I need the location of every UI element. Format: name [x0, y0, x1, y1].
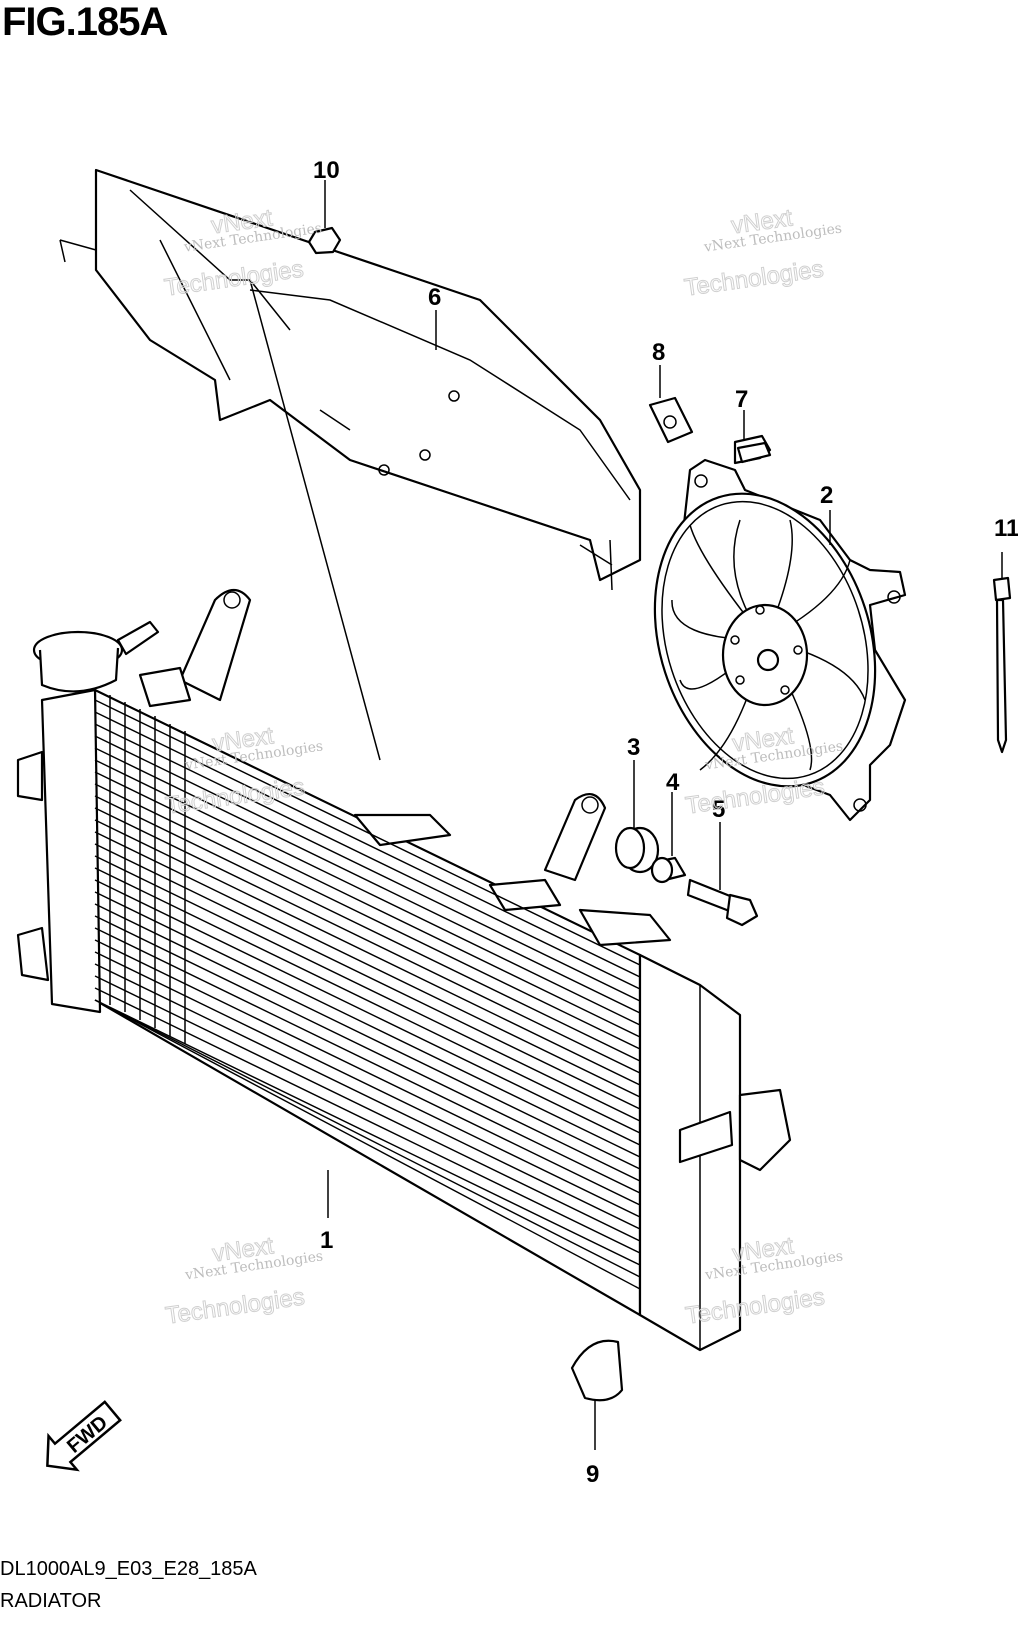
callout-3: 3 — [627, 734, 640, 761]
part-6-fan-shroud[interactable] — [59, 168, 642, 761]
part-4-collar[interactable] — [650, 792, 687, 884]
watermark-bottom-left: vNext Technologies vNext Technologies — [163, 1232, 324, 1330]
radiator-fins — [94, 699, 641, 1290]
callout-5: 5 — [712, 796, 725, 823]
part-2-cooling-fan[interactable] — [619, 458, 911, 822]
section-name: RADIATOR — [0, 1590, 102, 1612]
part-3-grommet[interactable] — [614, 760, 660, 874]
callout-7: 7 — [735, 386, 748, 413]
watermark-text: Technologies — [164, 1283, 307, 1329]
part-1-radiator[interactable] — [16, 588, 792, 1352]
callout-4: 4 — [666, 769, 680, 796]
callout-10: 10 — [313, 157, 340, 184]
part-5-bolt[interactable] — [686, 822, 759, 927]
callout-6: 6 — [428, 284, 441, 311]
part-7-bolt[interactable] — [733, 410, 772, 465]
watermark-text: Technologies — [683, 255, 826, 301]
fwd-arrow-icon: FWD — [46, 1400, 122, 1472]
watermark-top-right: vNext Technologies vNext Technologies — [682, 204, 843, 302]
callout-8: 8 — [652, 339, 665, 366]
callout-9: 9 — [586, 1461, 599, 1488]
callout-1: 1 — [320, 1227, 333, 1254]
radiator-tubes — [109, 695, 186, 1044]
diagram-code: DL1000AL9_E03_E28_185A — [0, 1558, 257, 1580]
figure-title: FIG.185A — [2, 0, 168, 44]
part-10-screw[interactable] — [307, 180, 342, 255]
part-9-pad[interactable] — [570, 1339, 624, 1450]
callout-11: 11 — [994, 515, 1018, 542]
part-8-clip-nut[interactable] — [648, 365, 694, 444]
callout-2: 2 — [820, 482, 833, 509]
part-11-cable-tie[interactable] — [992, 552, 1012, 754]
